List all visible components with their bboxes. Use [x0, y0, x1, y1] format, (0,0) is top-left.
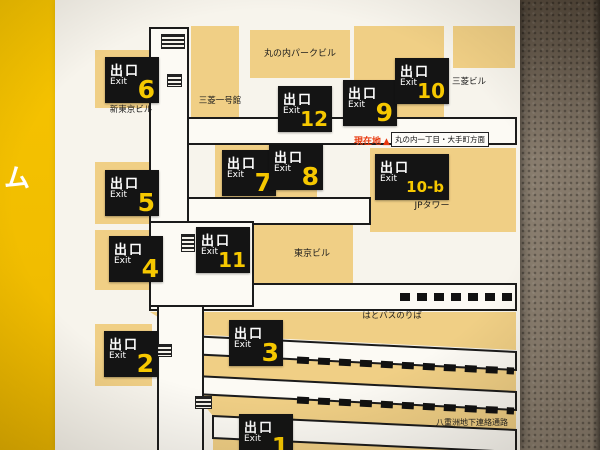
exit-jp-label: 出口 [201, 234, 232, 249]
exit-en-label: Exit [274, 164, 292, 174]
direction-sign: 丸の内一丁目・大手町方面 [391, 132, 489, 147]
exit-en-label: Exit [114, 256, 132, 266]
building-mitsubishi-ichigokan [191, 26, 239, 118]
exit-box-10: 出口 Exit 10 [395, 58, 449, 104]
exit-box-12: 出口 Exit 12 [278, 86, 332, 132]
current-location-label: 現在地 [354, 137, 382, 147]
exit-number: 5 [137, 188, 155, 217]
exit-en-label: Exit [109, 351, 127, 361]
stairs-icon [195, 396, 212, 409]
exit-jp-label: 出口 [114, 243, 145, 258]
road-vertical-south [157, 305, 204, 450]
label-mitsubishi-bldg: 三菱ビル [451, 77, 486, 87]
exit-en-label: Exit [110, 190, 128, 200]
exit-jp-label: 出口 [234, 327, 265, 342]
exit-jp-label: 出口 [348, 87, 379, 102]
label-yaesu-passage: 八重洲地下連絡通路 [436, 418, 508, 427]
stairs-icon [161, 34, 185, 49]
label-hato-bus-stop: はとバスのりば [362, 311, 422, 321]
exit-number: 7 [254, 168, 272, 197]
exit-number: 11 [218, 248, 246, 272]
exit-jp-label: 出口 [110, 177, 141, 192]
exit-box-3: 出口 Exit 3 [229, 320, 283, 366]
current-location-triangle-icon: ▲ [383, 137, 390, 147]
exit-box-7: 出口 Exit 7 [222, 150, 276, 196]
current-location-marker: 現在地▲ [354, 134, 390, 147]
exit-box-5: 出口 Exit 5 [105, 170, 159, 216]
exit-en-label: Exit [400, 78, 418, 88]
exit-jp-label: 出口 [380, 161, 411, 176]
exit-jp-label: 出口 [283, 93, 314, 108]
exit-number: 10 [417, 79, 445, 103]
exit-jp-label: 出口 [109, 338, 140, 353]
exit-number: 10-b [406, 178, 444, 196]
building-marunouchi-park [250, 30, 350, 78]
exit-en-label: Exit [244, 434, 262, 444]
yellow-pillar: ム [0, 0, 55, 450]
exit-number: 4 [141, 254, 159, 283]
pillar-partial-text: ム [4, 164, 31, 194]
exit-en-label: Exit [201, 247, 219, 257]
exit-number: 3 [261, 338, 279, 367]
exit-box-2: 出口 Exit 2 [104, 331, 158, 377]
label-mitsubishi-ichigokan: 三菱一号館 [198, 96, 242, 106]
exit-box-1: 出口 Exit 1 [239, 414, 293, 450]
city-block-south-2 [195, 394, 516, 430]
exit-box-11: 出口 Exit 11 [196, 227, 250, 273]
exit-number: 12 [300, 107, 328, 131]
stairs-icon [181, 234, 195, 252]
label-shin-tokyo-bldg: 新東京ビル [109, 105, 153, 115]
label-tokyo-bldg: 東京ビル [293, 249, 330, 259]
exit-box-10b: 出口 Exit 10-b [375, 154, 449, 200]
label-marunouchi-park-bldg: 丸の内パークビル [263, 49, 336, 59]
exit-jp-label: 出口 [110, 64, 141, 79]
road-second-horizontal [187, 197, 371, 225]
exit-en-label: Exit [283, 106, 301, 116]
exit-en-label: Exit [380, 174, 398, 184]
building-tokyo [253, 224, 353, 284]
exit-jp-label: 出口 [227, 157, 258, 172]
exit-number: 2 [136, 349, 154, 378]
exit-number: 6 [137, 75, 155, 104]
exit-number: 1 [271, 432, 289, 450]
wall-texture [520, 0, 600, 450]
exit-box-4: 出口 Exit 4 [109, 236, 163, 282]
exit-number: 8 [301, 162, 319, 191]
exit-en-label: Exit [110, 77, 128, 87]
exit-jp-label: 出口 [400, 65, 431, 80]
stairs-icon [167, 74, 182, 87]
exit-box-6: 出口 Exit 6 [105, 57, 159, 103]
exit-box-8: 出口 Exit 8 [269, 144, 323, 190]
exit-en-label: Exit [348, 100, 366, 110]
wall-seam [592, 0, 600, 450]
exit-en-label: Exit [234, 340, 252, 350]
bus-bay-marks-2 [296, 356, 515, 375]
exit-jp-label: 出口 [274, 151, 305, 166]
building-top-right [453, 26, 515, 68]
bus-bay-marks-3 [296, 396, 515, 415]
label-jp-tower: JPタワー [414, 201, 450, 211]
exit-map-poster: 丸の内パークビル 三菱ビル 新東京ビル 三菱一号館 JPタワー 東京ビル はとバ… [55, 0, 520, 450]
exit-en-label: Exit [227, 170, 245, 180]
exit-box-9: 出口 Exit 9 [343, 80, 397, 126]
exit-jp-label: 出口 [244, 421, 275, 436]
exit-number: 9 [375, 98, 393, 127]
